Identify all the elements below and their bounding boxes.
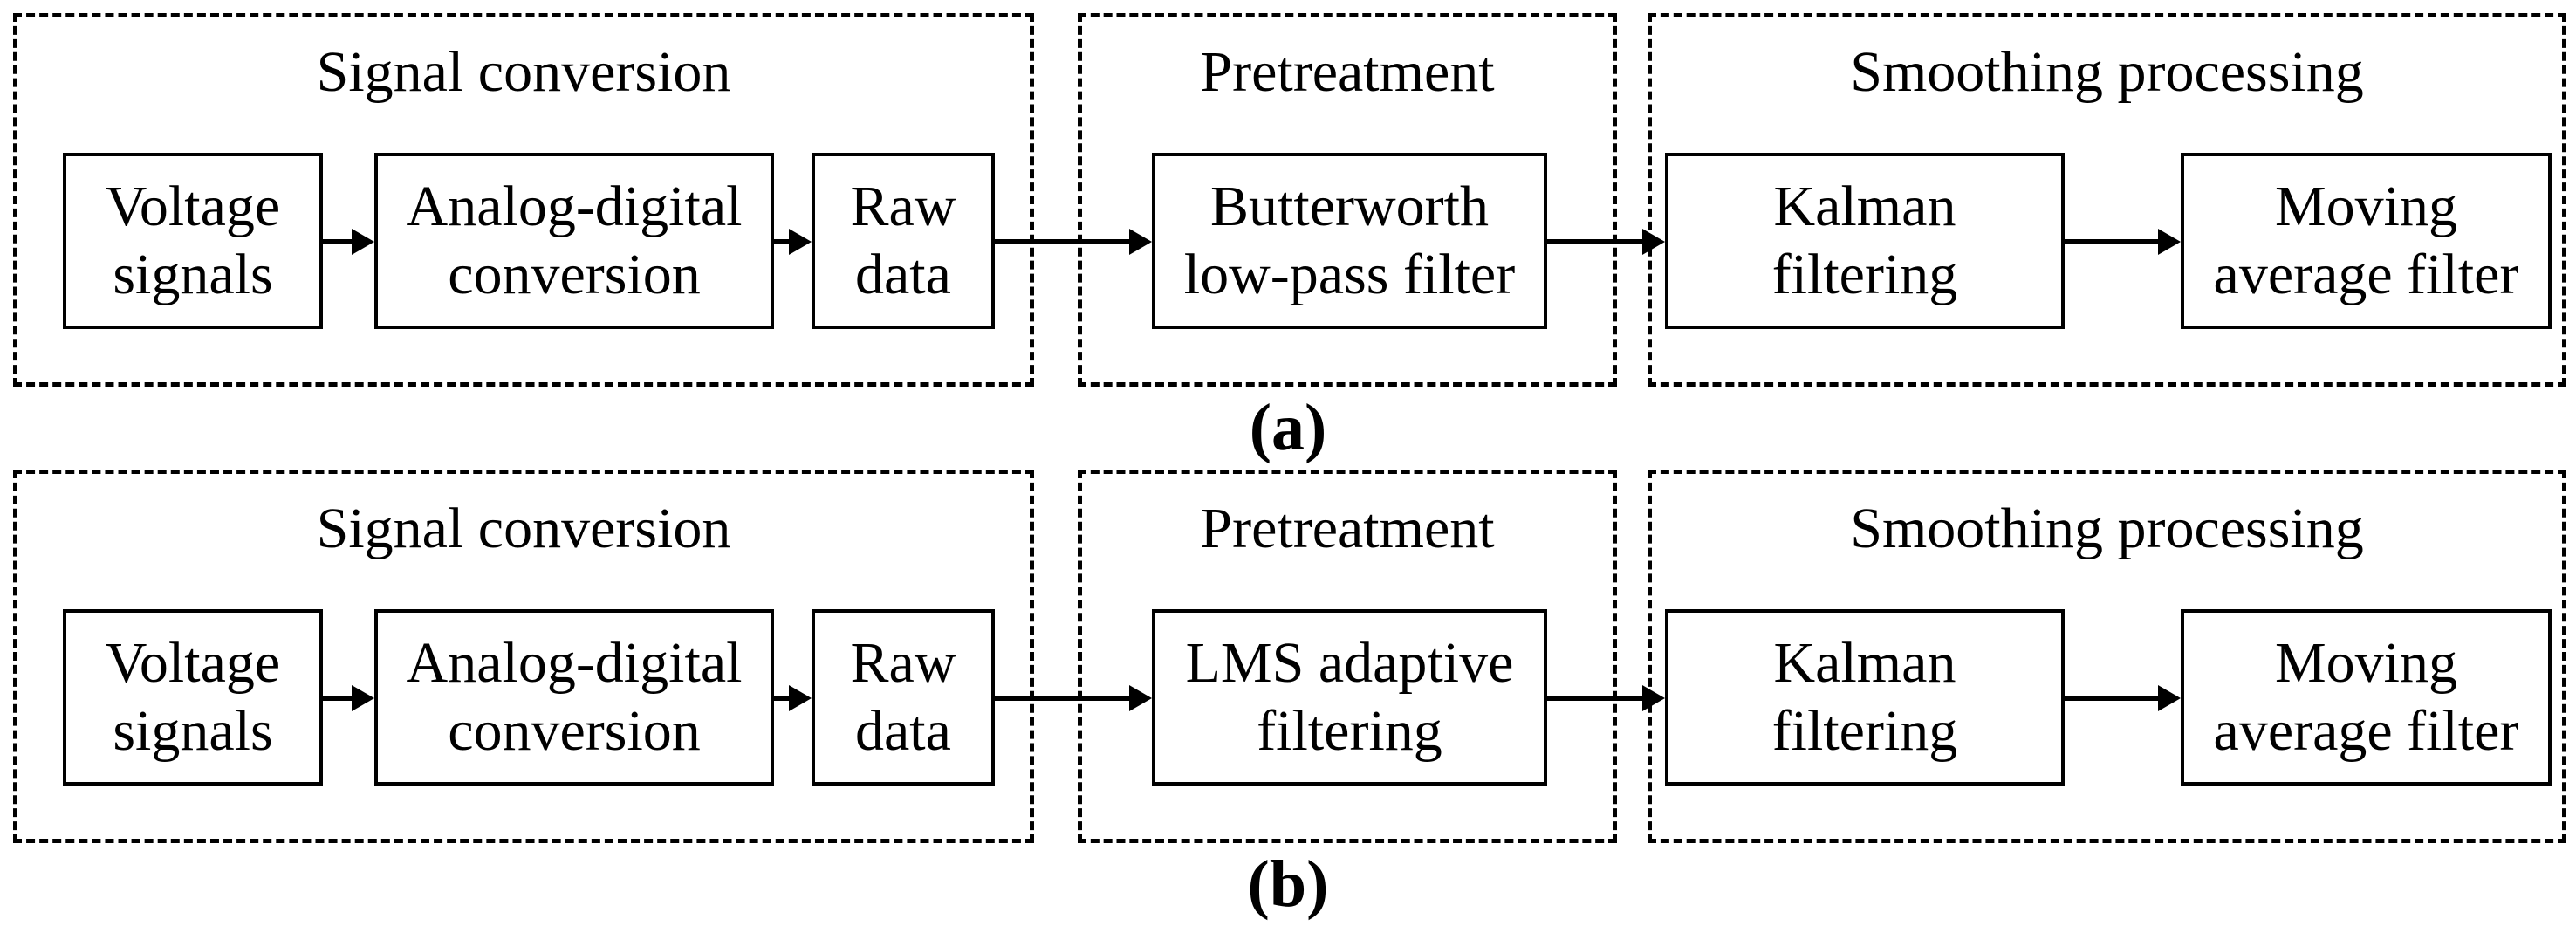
box-label: Butterworth low-pass filter	[1183, 175, 1516, 306]
box-moving-average-filter: Moving average filter	[2181, 609, 2552, 786]
box-kalman-filtering: Kalman filtering	[1665, 153, 2065, 329]
box-label: Moving average filter	[2213, 175, 2519, 306]
box-analog-digital-conversion: Analog-digital conversion	[374, 153, 774, 329]
box-label: Voltage signals	[105, 175, 281, 306]
arrow-pretreatment-to-kalman	[1547, 229, 1665, 255]
box-label: Raw data	[850, 175, 956, 306]
group-pretreatment: Pretreatment	[1078, 470, 1617, 843]
box-label: Moving average filter	[2213, 631, 2519, 763]
box-kalman-filtering: Kalman filtering	[1665, 609, 2065, 786]
caption-a: (a)	[1249, 391, 1327, 464]
box-voltage-signals: Voltage signals	[63, 153, 323, 329]
box-lms-adaptive-filter: LMS adaptive filtering	[1152, 609, 1547, 786]
group-title: Signal conversion	[316, 497, 731, 560]
arrow-adc-to-raw	[774, 685, 812, 711]
arrow-adc-to-raw	[774, 229, 812, 255]
group-title: Signal conversion	[316, 40, 731, 104]
group-title: Smoothing processing	[1850, 497, 2364, 560]
box-label: Kalman filtering	[1771, 631, 1958, 763]
box-label: Raw data	[850, 631, 956, 763]
box-raw-data: Raw data	[812, 153, 995, 329]
box-label: Voltage signals	[105, 631, 281, 763]
group-signal-conversion: Signal conversion	[13, 470, 1034, 843]
box-voltage-signals: Voltage signals	[63, 609, 323, 786]
arrow-raw-to-pretreatment	[995, 685, 1152, 711]
box-moving-average-filter: Moving average filter	[2181, 153, 2552, 329]
arrow-pretreatment-to-kalman	[1547, 685, 1665, 711]
group-smoothing-processing: Smoothing processing	[1648, 470, 2566, 843]
arrow-kalman-to-moving	[2065, 685, 2181, 711]
caption-b: (b)	[1247, 847, 1329, 921]
group-smoothing-processing: Smoothing processing	[1648, 13, 2566, 387]
box-analog-digital-conversion: Analog-digital conversion	[374, 609, 774, 786]
group-signal-conversion: Signal conversion	[13, 13, 1034, 387]
arrow-voltage-to-adc	[323, 685, 374, 711]
arrow-voltage-to-adc	[323, 229, 374, 255]
group-pretreatment: Pretreatment	[1078, 13, 1617, 387]
group-title: Smoothing processing	[1850, 40, 2364, 104]
box-label: Analog-digital conversion	[406, 631, 743, 763]
group-title: Pretreatment	[1200, 497, 1495, 560]
box-raw-data: Raw data	[812, 609, 995, 786]
box-label: Analog-digital conversion	[406, 175, 743, 306]
box-label: LMS adaptive filtering	[1185, 631, 1514, 763]
box-label: Kalman filtering	[1771, 175, 1958, 306]
box-butterworth-filter: Butterworth low-pass filter	[1152, 153, 1547, 329]
group-title: Pretreatment	[1200, 40, 1495, 104]
flowchart-a: Signal conversion Pretreatment Smoothing…	[0, 0, 2576, 477]
arrow-raw-to-pretreatment	[995, 229, 1152, 255]
arrow-kalman-to-moving	[2065, 229, 2181, 255]
flowchart-b: Signal conversion Pretreatment Smoothing…	[0, 456, 2576, 933]
